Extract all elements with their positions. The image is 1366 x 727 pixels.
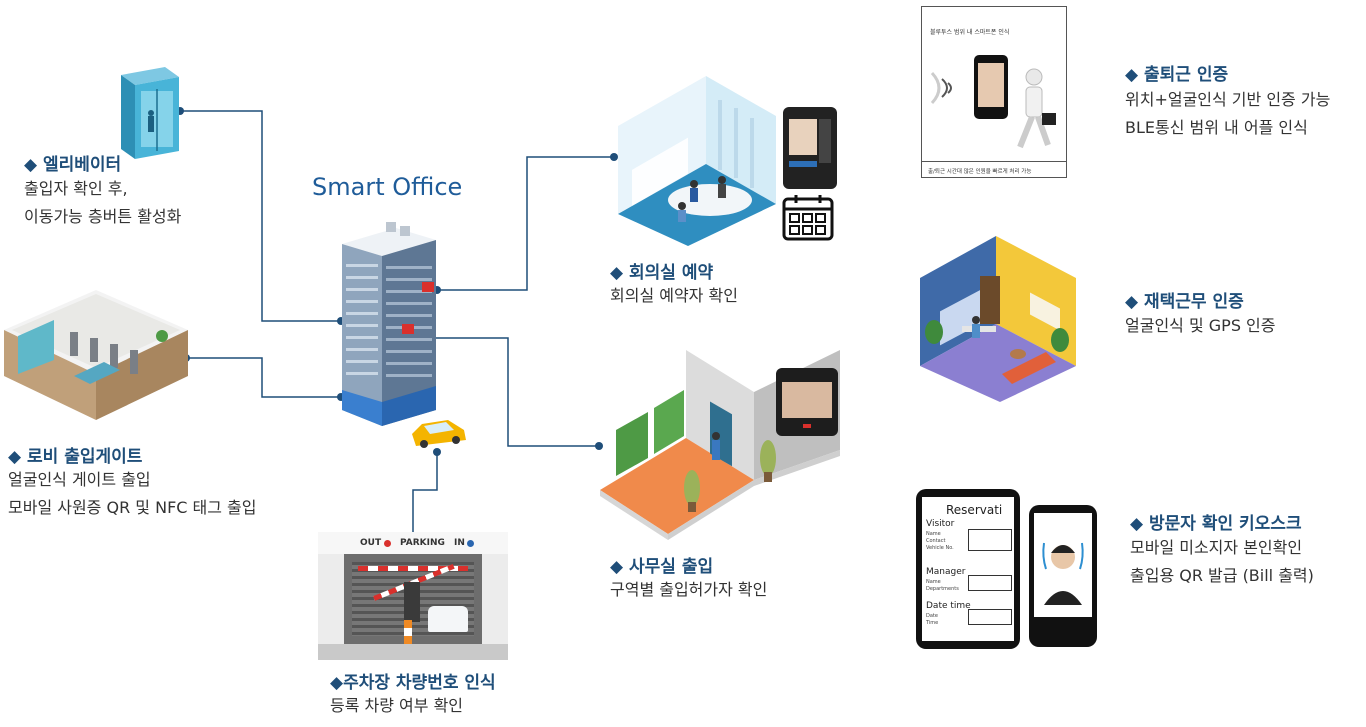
visitor-desc-1: 모바일 미소지자 본인확인 (1130, 538, 1303, 557)
line-elevator (180, 110, 341, 322)
meeting-room-illustration (618, 76, 776, 246)
parking-illustration: OUT PARKING IN (318, 532, 508, 660)
building-illustration (342, 222, 436, 426)
date-field-time: Time (926, 620, 939, 626)
ble-panel-top-text: 블루투스 범위 내 스마트폰 인식 (930, 29, 1010, 36)
date-input-box (968, 609, 1012, 625)
elevator-illustration (121, 67, 179, 159)
walking-person-icon (1017, 68, 1056, 149)
meeting-title: ◆ 회의실 예약 (610, 263, 714, 283)
lobby-title: ◆ 로비 출입게이트 (8, 447, 143, 467)
attendance-desc-1: 위치+얼굴인식 기반 인증 가능 (1125, 90, 1331, 109)
line-office (413, 337, 599, 447)
manager-field-dept: Departments (926, 586, 959, 592)
face-scan-icon (1042, 542, 1084, 605)
elevator-desc-1: 출입자 확인 후, (24, 179, 128, 198)
face-terminal-device (783, 107, 837, 189)
elevator-title: ◆ 엘리베이터 (24, 155, 122, 175)
car-illustration (412, 420, 466, 448)
face-kiosk-device (776, 368, 838, 436)
manager-label: Manager (926, 567, 966, 577)
meeting-desc-1: 회의실 예약자 확인 (610, 286, 738, 305)
parking-out-label: OUT (360, 538, 382, 548)
lobby-desc-2: 모바일 사원증 QR 및 NFC 태그 출입 (8, 498, 257, 517)
attendance-desc-2: BLE통신 범위 내 어플 인식 (1125, 118, 1308, 137)
line-lobby (186, 357, 341, 398)
reservation-tablet: Reservati Visitor Name Contact Vehicle N… (916, 489, 1020, 649)
lobby-illustration (4, 290, 188, 420)
hub-title: Smart Office (312, 173, 463, 201)
parking-in-icon (467, 540, 474, 547)
visitor-field-vehicle: Vehicle No. (926, 545, 954, 551)
remote-room-illustration (920, 236, 1076, 402)
smartphone (974, 55, 1008, 119)
office-desc-1: 구역별 출입허가자 확인 (610, 580, 768, 599)
visitor-input-box (968, 529, 1012, 551)
visitor-field-name: Name (926, 531, 941, 537)
manager-field-name: Name (926, 579, 941, 585)
visitor-phone (1029, 505, 1097, 647)
elevator-desc-2: 이동가능 층버튼 활성화 (24, 207, 182, 226)
attendance-title: ◆ 출퇴근 인증 (1125, 65, 1229, 85)
remote-desc-1: 얼굴인식 및 GPS 인증 (1125, 316, 1276, 335)
date-field-date: Date (926, 613, 938, 619)
visitor-title: ◆ 방문자 확인 키오스크 (1130, 514, 1302, 534)
ble-panel: 블루투스 범위 내 스마트폰 인식 출/퇴근 시간대 많은 인원을 빠르게 처리… (921, 6, 1067, 178)
visitor-desc-2: 출입용 QR 발급 (Bill 출력) (1130, 566, 1314, 585)
lobby-desc-1: 얼굴인식 게이트 출입 (8, 470, 151, 489)
ble-panel-bottom-text: 출/퇴근 시간대 많은 인원을 빠르게 처리 가능 (928, 169, 1032, 175)
date-label: Date time (926, 601, 971, 611)
face-photo (782, 382, 832, 418)
wifi-signal-icon (930, 71, 952, 105)
reservation-title: Reservati (946, 503, 1003, 517)
parking-sign-label: PARKING (400, 538, 445, 548)
parking-desc-1: 등록 차량 여부 확인 (330, 696, 464, 715)
face-photo (789, 119, 817, 155)
remote-title: ◆ 재택근무 인증 (1125, 292, 1244, 312)
calendar-icon (782, 195, 834, 241)
line-meeting (437, 156, 614, 291)
visitor-label: Visitor (926, 519, 955, 529)
visitor-field-contact: Contact (926, 538, 946, 544)
parking-in-label: IN (454, 538, 465, 548)
parking-out-icon (384, 540, 391, 547)
face-photo (978, 63, 1004, 107)
line-parking (412, 452, 438, 532)
parking-title: ◆주차장 차량번호 인식 (330, 673, 496, 693)
manager-input-box (968, 575, 1012, 591)
office-title: ◆ 사무실 출입 (610, 557, 714, 577)
